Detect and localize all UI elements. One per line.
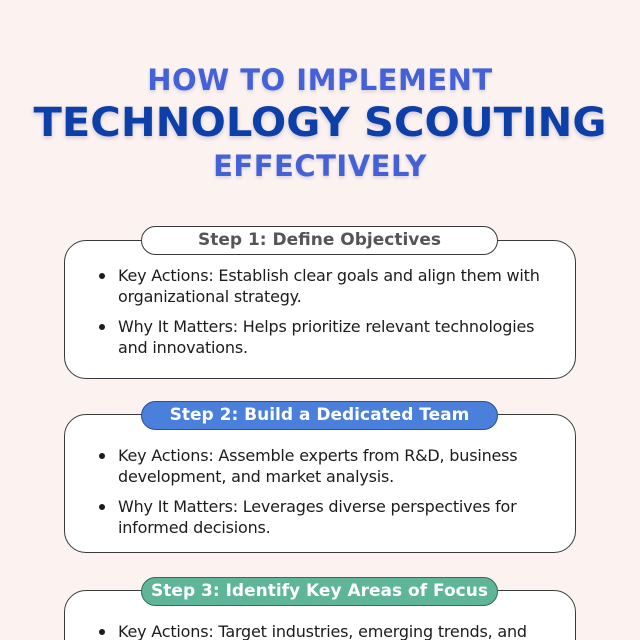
step-1-bullet-key-actions: Key Actions: Establish clear goals and a… [99,265,555,307]
step-1-card: Key Actions: Establish clear goals and a… [64,240,576,379]
step-3-bullets: Key Actions: Target industries, emerging… [99,621,555,640]
step-2-card: Key Actions: Assemble experts from R&D, … [64,414,576,553]
bullet-icon [99,629,105,635]
step-1-bullets: Key Actions: Establish clear goals and a… [99,265,555,367]
step-1-title: Step 1: Define Objectives [141,226,498,255]
bullet-icon [99,504,105,510]
title-line-2: TECHNOLOGY SCOUTING [33,100,607,146]
step-1-bullet-why-it-matters: Why It Matters: Helps prioritize relevan… [99,316,555,358]
step-2-bullets: Key Actions: Assemble experts from R&D, … [99,445,555,547]
step-2-title: Step 2: Build a Dedicated Team [141,401,498,430]
bullet-icon [99,324,105,330]
bullet-icon [99,273,105,279]
step-2-bullet-key-actions: Key Actions: Assemble experts from R&D, … [99,445,555,487]
page-title: HOW TO IMPLEMENT TECHNOLOGY SCOUTING EFF… [0,60,640,186]
step-2-bullet-why-it-matters: Why It Matters: Leverages diverse perspe… [99,496,555,538]
step-3-title: Step 3: Identify Key Areas of Focus [141,577,498,606]
bullet-icon [99,453,105,459]
step-3-bullet-key-actions: Key Actions: Target industries, emerging… [99,621,555,640]
title-line-3: EFFECTIVELY [213,149,427,183]
title-line-1: HOW TO IMPLEMENT [147,63,493,97]
